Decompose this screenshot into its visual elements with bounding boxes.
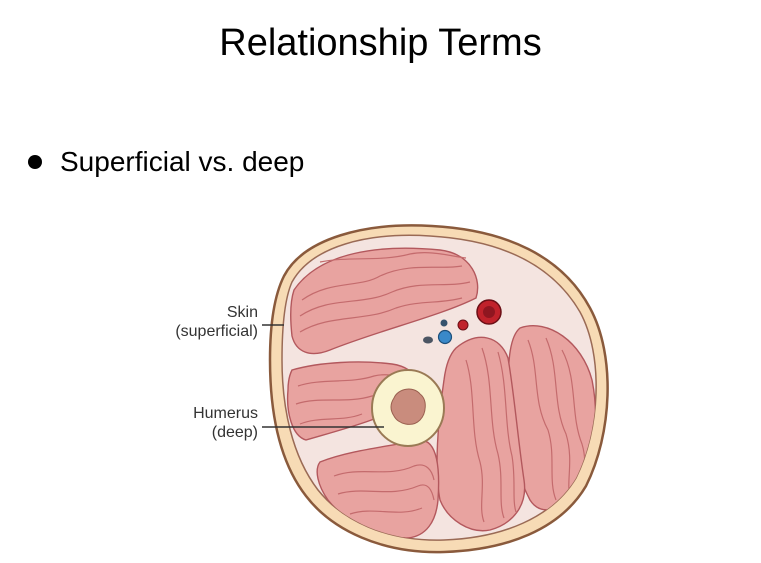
muscle-fibers — [295, 252, 586, 523]
slide-title: Relationship Terms — [219, 22, 542, 64]
label-skin: Skin (superficial) — [140, 303, 258, 341]
label-skin-line1: Skin — [226, 304, 258, 321]
label-humerus: Humerus (deep) — [150, 404, 258, 442]
nerve-gray — [423, 336, 433, 344]
bullet-dot-icon — [28, 155, 42, 169]
humerus-marrow — [390, 388, 426, 425]
artery-small — [457, 319, 469, 331]
bullet-item: Superficial vs. deep — [28, 146, 304, 178]
nerve-small — [440, 319, 448, 327]
vein-blue — [437, 329, 453, 345]
label-humerus-line1: Humerus — [193, 405, 258, 422]
artery-large-lumen — [483, 306, 495, 318]
muscle-anterior — [289, 247, 479, 355]
bullet-text: Superficial vs. deep — [60, 146, 305, 177]
label-humerus-line2: (deep) — [211, 424, 258, 441]
muscle-posterior-middle — [436, 336, 526, 532]
label-skin-line2: (superficial) — [175, 323, 258, 340]
